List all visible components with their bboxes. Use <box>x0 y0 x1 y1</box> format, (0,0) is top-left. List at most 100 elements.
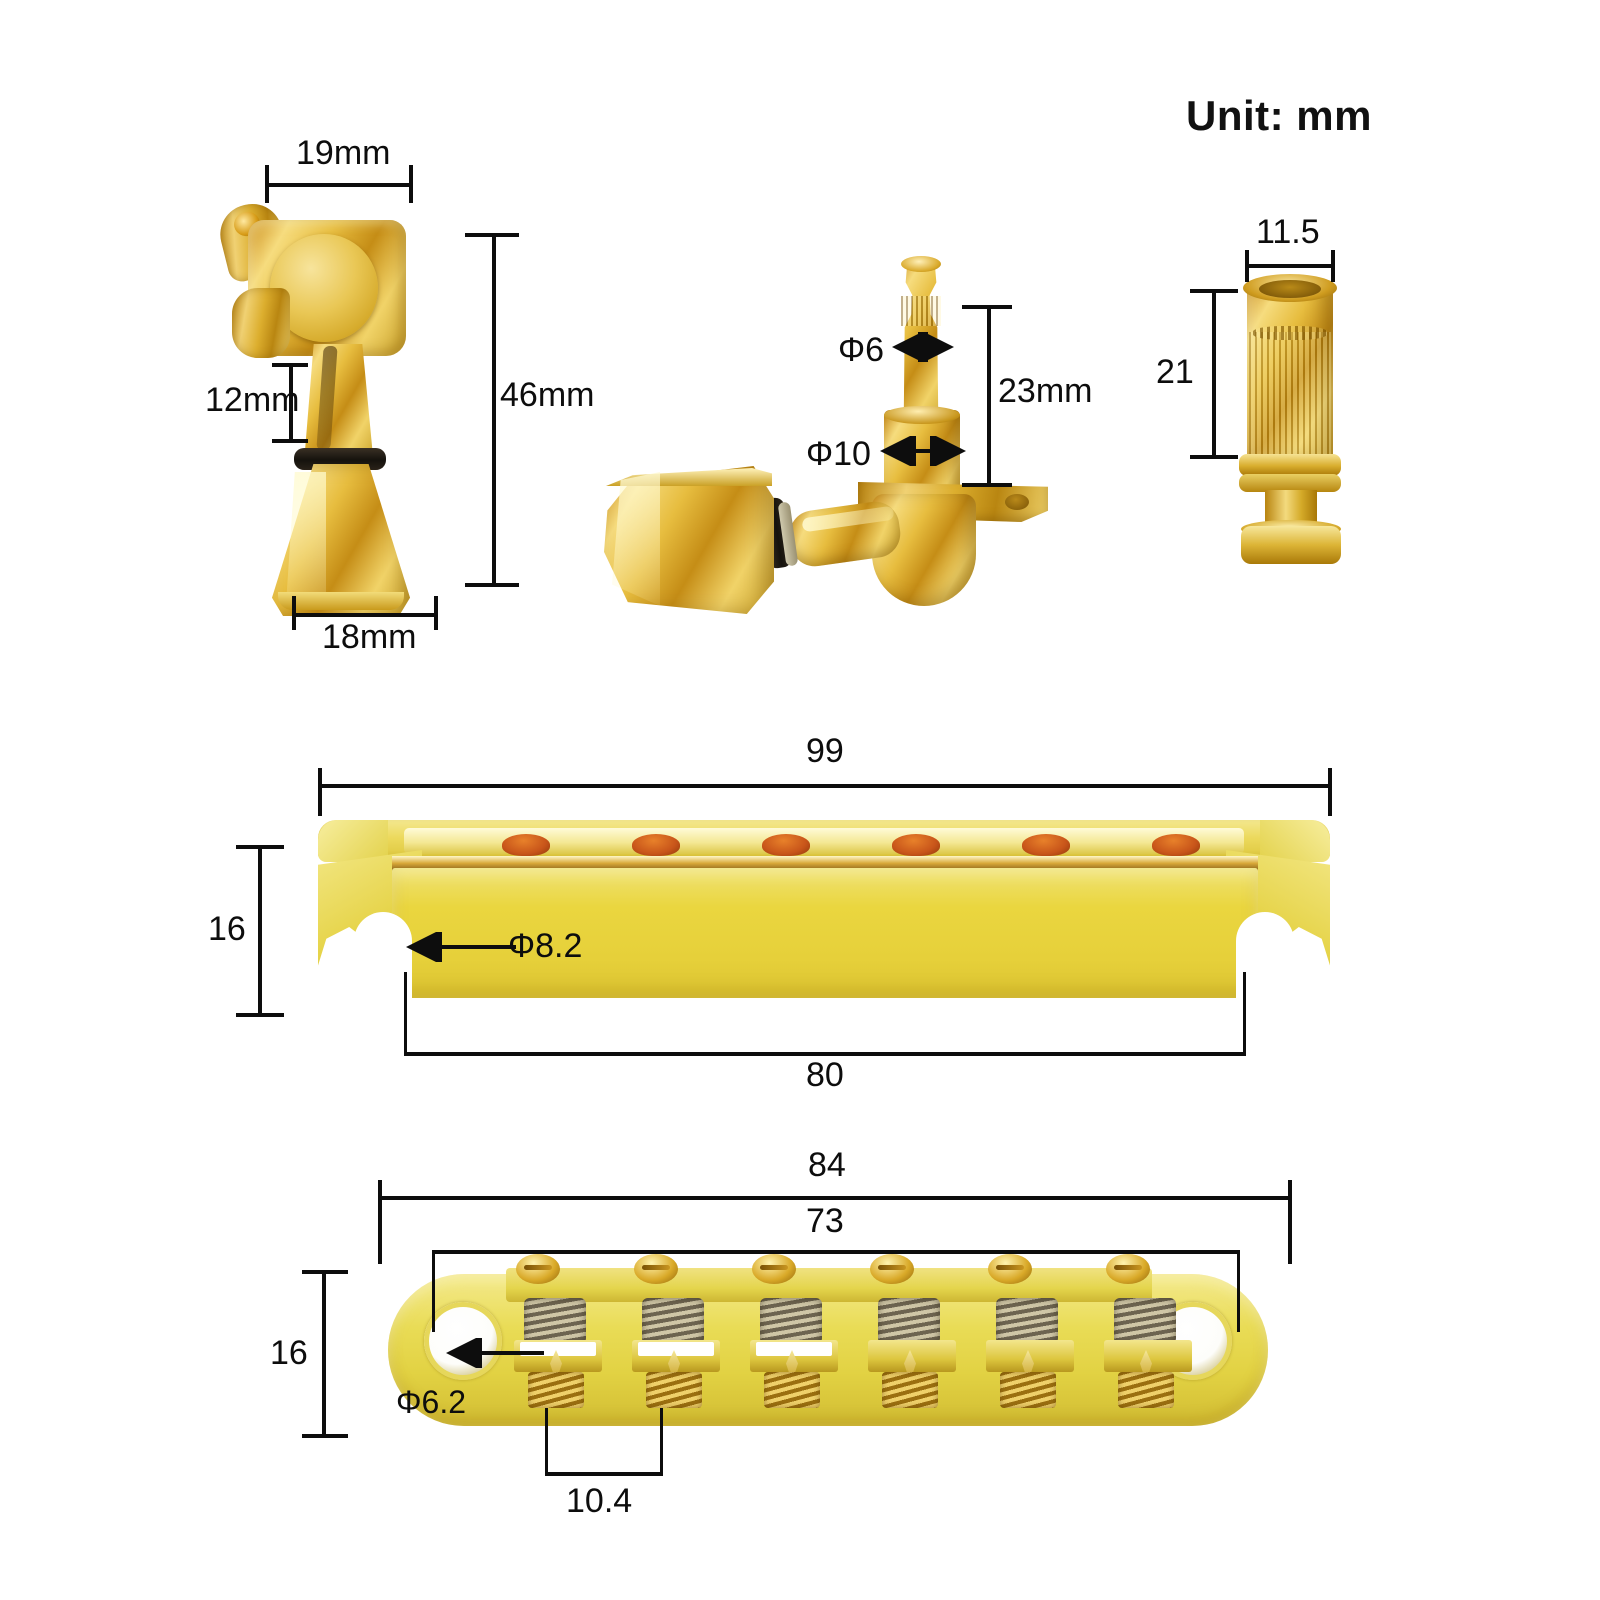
dimlabel-bridge-length: 84 <box>808 1146 846 1184</box>
bridge-saddle <box>864 1298 960 1408</box>
dimtick-tuner-height-top <box>465 233 519 237</box>
dimlabel-tuner-shaft: 12mm <box>205 381 300 419</box>
bridge-intonation-screw <box>646 1372 702 1408</box>
dimlead-tailpiece-studspan-right <box>1243 972 1246 1054</box>
bridge-saddle <box>982 1298 1078 1408</box>
tailpiece-string-hole <box>1152 834 1200 856</box>
dimlabel-tailpiece-length: 99 <box>806 732 844 770</box>
bridge-saddle-screw <box>878 1298 940 1344</box>
dimlabel-saddle-spacing: 10.4 <box>566 1482 633 1520</box>
tuner-shaft <box>304 344 373 456</box>
dimlead-tailpiece-studspan-left <box>404 972 407 1054</box>
tuner-collar-top <box>884 406 960 424</box>
bridge-thumbwheel-screw <box>634 1254 678 1284</box>
dimline-post-height <box>987 305 991 485</box>
tuner-post-knurl <box>901 296 941 326</box>
tuner-front-illustration <box>208 196 458 616</box>
tuner-side-illustration <box>590 250 1060 620</box>
dimtick-tuner-height-bottom <box>465 583 519 587</box>
tuner-button-lip <box>278 592 404 610</box>
dimline-tailpiece-height <box>258 845 262 1015</box>
bridge-saddle <box>628 1298 724 1408</box>
tuner-post-top <box>901 256 941 272</box>
bushing-flange-lower <box>1239 474 1341 492</box>
dimlabel-bushing-length: 21 <box>1156 353 1194 391</box>
tailpiece-string-hole <box>892 834 940 856</box>
tailpiece-left-stud-slot <box>354 912 412 1000</box>
dimarrow-collar-diameter <box>880 436 966 466</box>
bridge-thumbwheel-screw <box>1106 1254 1150 1284</box>
dimline-bushing-diameter <box>1245 264 1333 268</box>
bridge-saddle-screw <box>642 1298 704 1344</box>
dimlabel-tuner-button: 18mm <box>322 618 417 656</box>
dimtick-tuner-button-right <box>434 596 438 630</box>
dimlabel-post-height: 23mm <box>998 372 1093 410</box>
bridge-intonation-screw <box>528 1372 584 1408</box>
bridge-saddle-notch <box>756 1342 832 1356</box>
dimlead-bridge-postspan-right <box>1237 1250 1240 1332</box>
dimtick-tailpiece-length-left <box>318 768 322 816</box>
dimline-tuner-height <box>492 233 496 585</box>
dimline-tuner-width <box>265 183 411 187</box>
bridge-saddle <box>746 1298 842 1408</box>
dimline-tuner-shaft <box>289 363 293 441</box>
tailpiece-string-hole <box>502 834 550 856</box>
dimline-bushing-length <box>1212 289 1216 457</box>
dimtick-bridge-length-right <box>1288 1180 1292 1264</box>
tuner-side-button-highlight <box>612 472 660 606</box>
tailpiece-illustration <box>318 820 1330 1020</box>
dimline-saddle-spacing <box>545 1472 663 1476</box>
dimline-bridge-postspan <box>432 1250 1240 1254</box>
dimlabel-tailpiece-hole: Φ8.2 <box>508 927 583 965</box>
bridge-thumbwheel-screw <box>988 1254 1032 1284</box>
tailpiece-top-right-cap <box>1260 820 1330 862</box>
dimtick-tailpiece-height-bottom <box>236 1013 284 1017</box>
dimlabel-bridge-depth: 16 <box>270 1334 308 1372</box>
dimlead-bridge-postspan-left <box>432 1250 435 1332</box>
bridge-intonation-screw <box>764 1372 820 1408</box>
dimlabel-bridge-postspan: 73 <box>806 1202 844 1240</box>
dimtick-tuner-button-left <box>292 596 296 630</box>
dimline-bridge-length <box>378 1196 1292 1200</box>
dimtick-bridge-length-left <box>378 1180 382 1264</box>
dimline-tailpiece-studspan <box>404 1052 1246 1056</box>
bridge-thumbwheel-screw <box>870 1254 914 1284</box>
tailpiece-string-hole <box>1022 834 1070 856</box>
dimlabel-tailpiece-studspan: 80 <box>806 1056 844 1094</box>
bushing-bore <box>1259 280 1321 298</box>
dimlabel-tailpiece-height: 16 <box>208 910 246 948</box>
bushing-barrel <box>1247 282 1333 460</box>
bridge-intonation-screw <box>1118 1372 1174 1408</box>
dimlabel-bushing-diameter: 11.5 <box>1256 213 1320 251</box>
tuner-button-highlight <box>286 472 326 604</box>
dimtick-bushing-diameter-left <box>1245 250 1249 282</box>
dimtick-bridge-depth-top <box>302 1270 348 1274</box>
dimtick-tailpiece-height-top <box>236 845 284 849</box>
dimarrow-bridge-hole <box>446 1338 544 1368</box>
tailpiece-front-face <box>392 868 1258 998</box>
dimlabel-tuner-width: 19mm <box>296 134 391 172</box>
bushing-foot <box>1241 526 1341 564</box>
dimtick-tuner-shaft-bottom <box>272 439 308 443</box>
dimarrow-tailpiece-hole <box>406 932 516 962</box>
dimtick-bushing-length-top <box>1190 289 1238 293</box>
tailpiece-string-hole <box>762 834 810 856</box>
dimtick-bushing-length-bottom <box>1190 455 1238 459</box>
dimlabel-tuner-height: 46mm <box>500 376 595 414</box>
dimline-bridge-depth <box>322 1270 326 1436</box>
tuner-housing-lobe <box>232 288 290 358</box>
dimarrow-post-diameter <box>892 332 954 362</box>
tailpiece-string-hole <box>632 834 680 856</box>
dimtick-tailpiece-length-right <box>1328 768 1332 816</box>
bushing-knurling <box>1249 332 1331 458</box>
bridge-illustration <box>388 1254 1268 1428</box>
dimtick-tuner-shaft-top <box>272 363 308 367</box>
dimtick-bridge-depth-bottom <box>302 1434 348 1438</box>
bridge-thumbwheel-screw <box>516 1254 560 1284</box>
dimtick-tuner-width-right <box>409 165 413 203</box>
bridge-saddle-screw <box>1114 1298 1176 1344</box>
bushing-knurl-edge <box>1253 326 1327 340</box>
bridge-saddle <box>1100 1298 1196 1408</box>
bridge-saddle-screw <box>524 1298 586 1344</box>
tuner-plate-screw-hole <box>1005 494 1029 510</box>
